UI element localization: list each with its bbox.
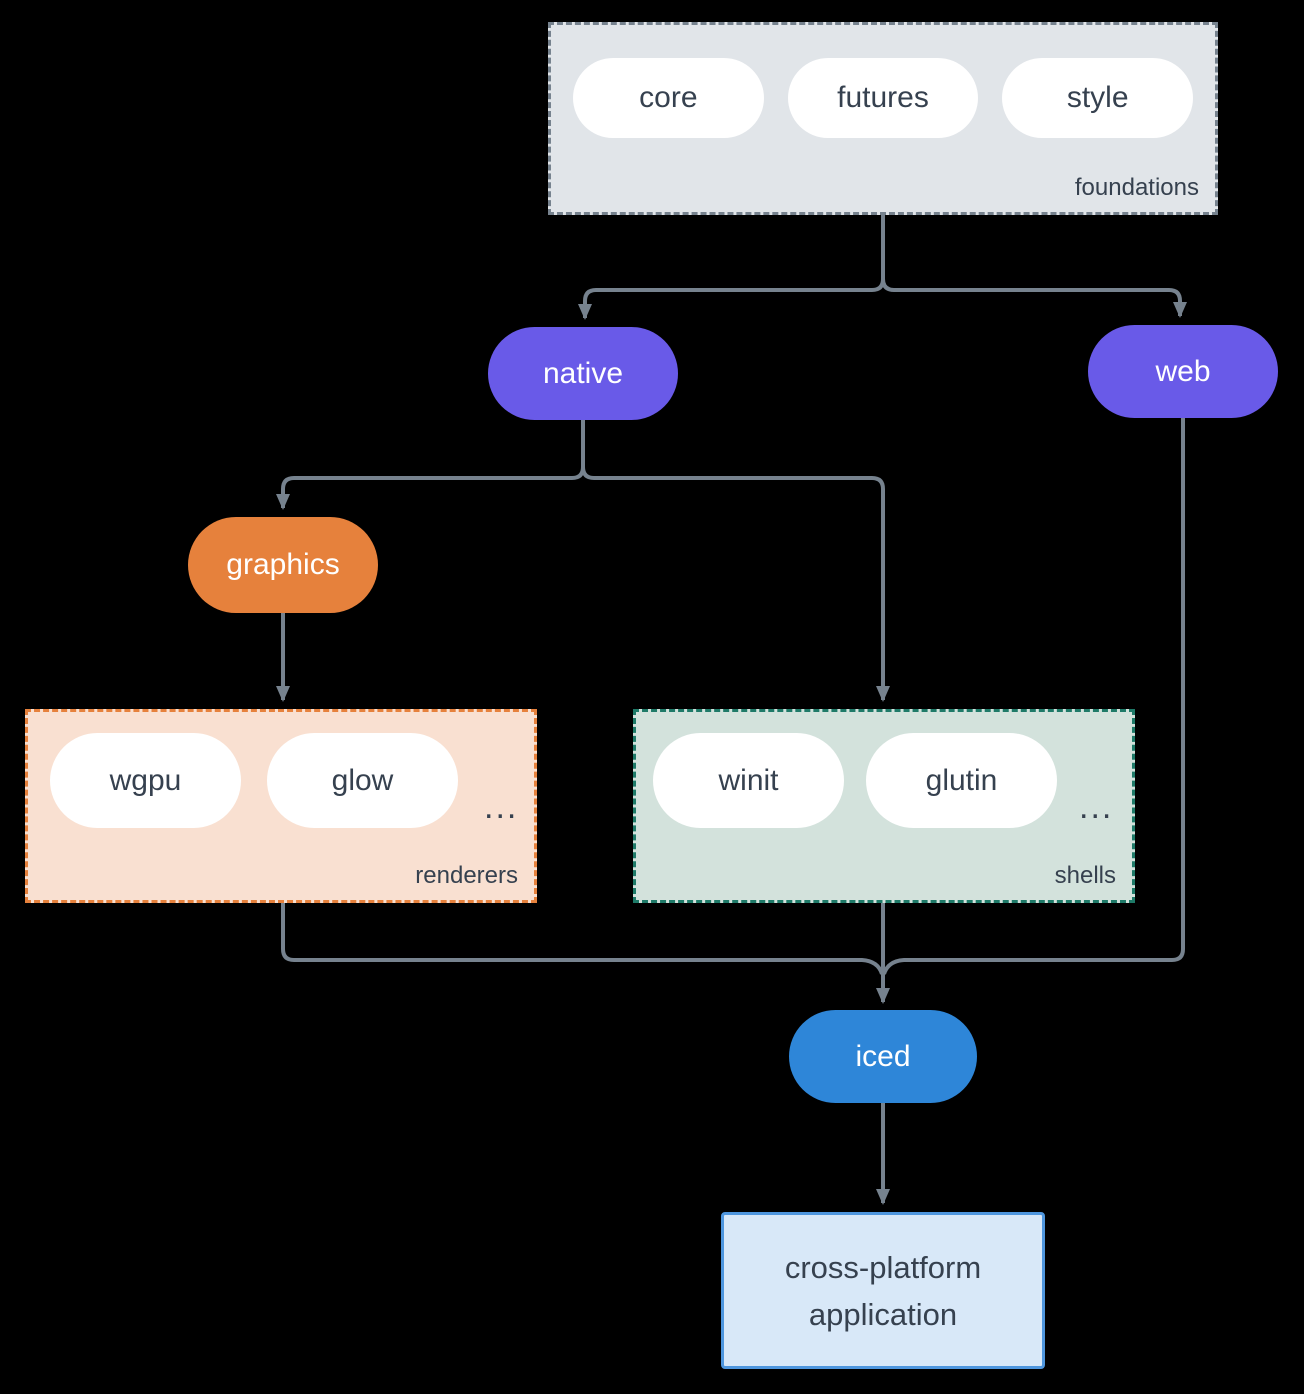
node-web: web (1088, 325, 1278, 418)
renderers-pill-row: wgpu glow ... (28, 712, 534, 900)
edge-web-merge (882, 418, 1185, 975)
shells-label: shells (1054, 862, 1116, 889)
group-renderers: wgpu glow ... renderers (25, 709, 537, 903)
node-native: native (488, 327, 678, 420)
pill-style: style (1002, 58, 1194, 138)
renderers-label: renderers (415, 862, 518, 889)
application-label-line2: application (808, 1296, 958, 1332)
pill-glutin: glutin (866, 733, 1057, 828)
edge-foundations-web (881, 215, 1187, 318)
node-iced: iced (789, 1010, 977, 1103)
edge-native-graphics (276, 420, 585, 510)
application-label-line1: cross-platform (784, 1249, 982, 1285)
edge-foundations-native (578, 215, 885, 320)
node-cross-platform-application: cross-platform application (721, 1212, 1045, 1369)
pill-futures: futures (787, 58, 979, 138)
node-graphics: graphics (188, 517, 378, 613)
group-foundations: core futures style foundations (548, 22, 1218, 215)
pill-winit: winit (653, 733, 844, 828)
foundations-label: foundations (1074, 174, 1199, 201)
shells-pill-row: winit glutin ... (636, 712, 1132, 900)
edge-native-shells (581, 420, 890, 702)
pill-core: core (573, 58, 764, 138)
pill-glow: glow (267, 733, 458, 828)
group-shells: winit glutin ... shells (633, 709, 1135, 903)
pill-wgpu: wgpu (50, 733, 241, 828)
renderers-ellipsis: ... (484, 788, 519, 826)
shells-ellipsis: ... (1079, 788, 1114, 826)
foundations-pill-row: core futures style (551, 25, 1215, 212)
edge-renderers-merge (281, 903, 884, 975)
